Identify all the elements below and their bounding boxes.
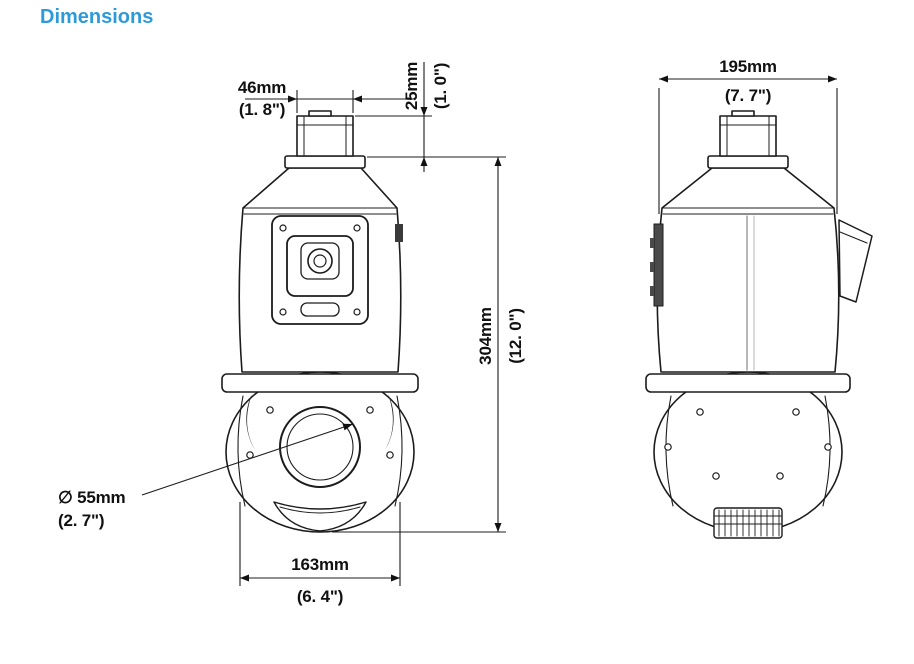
arrowhead xyxy=(659,75,668,83)
side-wiper-arm xyxy=(838,219,873,303)
front-panel-screw xyxy=(353,308,361,316)
front-ball-screw xyxy=(246,451,254,459)
front-lens-inner-circle xyxy=(286,413,354,481)
front-lens-circle xyxy=(279,406,361,488)
front-module-lens xyxy=(307,248,333,274)
front-neck-flange xyxy=(284,155,366,169)
dimension-lens-diameter-front: ∅ 55mm (2. 7") xyxy=(58,423,354,530)
front-module-lens-inner xyxy=(313,254,327,268)
side-mount-cap xyxy=(719,115,777,157)
side-rail-nub xyxy=(650,262,654,272)
arrowhead xyxy=(288,95,297,103)
front-wiper-window-inner xyxy=(279,506,361,514)
side-rail-nub xyxy=(650,286,654,296)
side-rail xyxy=(653,223,664,307)
front-panel-screw xyxy=(279,308,287,316)
front-mount-cap xyxy=(296,115,354,157)
side-ball-screw xyxy=(792,408,800,416)
arrowhead xyxy=(342,423,353,431)
dim-neck-height-mm: 25mm xyxy=(402,62,421,110)
dim-side-width-in: (7. 7") xyxy=(725,86,771,105)
front-panel xyxy=(271,215,369,325)
front-wiper-window xyxy=(273,501,367,532)
side-ball-seam-left xyxy=(665,395,674,507)
side-ball-screw xyxy=(712,472,720,480)
side-base-ring xyxy=(645,373,851,393)
arrowhead xyxy=(420,157,428,166)
dimension-top-width-front: 46mm (1. 8") xyxy=(238,78,415,119)
arrowhead xyxy=(353,95,362,103)
dimension-base-width-front: 163mm (6. 4") xyxy=(239,502,401,606)
dim-overall-height-mm: 304mm xyxy=(476,307,495,365)
side-ball-screw xyxy=(776,472,784,480)
dim-top-width-in: (1. 8") xyxy=(239,100,285,119)
dimension-width-side: 195mm (7. 7") xyxy=(658,57,838,214)
front-panel-screw xyxy=(279,224,287,232)
front-base-ring xyxy=(221,373,419,393)
front-panel-screw xyxy=(353,224,361,232)
front-illuminator-slot xyxy=(300,302,340,317)
front-ball-seam-right xyxy=(394,395,403,507)
front-view-drawing xyxy=(221,110,419,533)
dim-base-width-in: (6. 4") xyxy=(297,587,343,606)
front-cap-nub xyxy=(308,110,332,117)
side-ball-screw xyxy=(664,443,672,451)
dim-top-width-mm: 46mm xyxy=(238,78,286,97)
front-ball-screw xyxy=(386,451,394,459)
front-ball-screw xyxy=(266,406,274,414)
front-ptz-ball xyxy=(225,371,415,533)
side-body-outline xyxy=(656,167,840,373)
front-ball-seam-left xyxy=(237,395,246,507)
front-side-tab xyxy=(395,224,403,242)
side-ball-screw xyxy=(824,443,832,451)
arrowhead xyxy=(828,75,837,83)
side-rail-nub xyxy=(650,238,654,248)
dimension-overall-height-front: 304mm (12. 0") xyxy=(332,157,525,533)
page-title: Dimensions xyxy=(40,6,154,28)
dim-overall-height-in: (12. 0") xyxy=(506,308,525,364)
arrowhead xyxy=(240,574,249,582)
dim-lens-diameter-mm: ∅ 55mm xyxy=(58,488,126,507)
arrowhead xyxy=(420,107,428,116)
side-neck-flange xyxy=(707,155,789,169)
front-lens-housing xyxy=(300,242,340,280)
side-ball-seam-right xyxy=(822,395,831,507)
dim-neck-height-in: (1. 0") xyxy=(431,63,450,109)
front-panel-window xyxy=(286,235,354,297)
arrowhead xyxy=(494,523,502,532)
dim-base-width-mm: 163mm xyxy=(291,555,349,574)
front-ball-screw xyxy=(366,406,374,414)
side-view-drawing xyxy=(645,110,873,539)
side-bottom-cap xyxy=(713,507,783,539)
arrowhead xyxy=(391,574,400,582)
side-cap-nub xyxy=(731,110,755,117)
dim-lens-diameter-in: (2. 7") xyxy=(58,511,104,530)
arrowhead xyxy=(494,157,502,166)
side-ball-screw xyxy=(696,408,704,416)
dimension-neck-height-front: 25mm (1. 0") xyxy=(355,62,506,172)
dimension-annotations: 46mm (1. 8") 25mm (1. 0") 304mm (12 xyxy=(58,57,838,606)
side-wiper-arm-detail xyxy=(839,231,868,244)
dim-side-width-mm: 195mm xyxy=(719,57,777,76)
